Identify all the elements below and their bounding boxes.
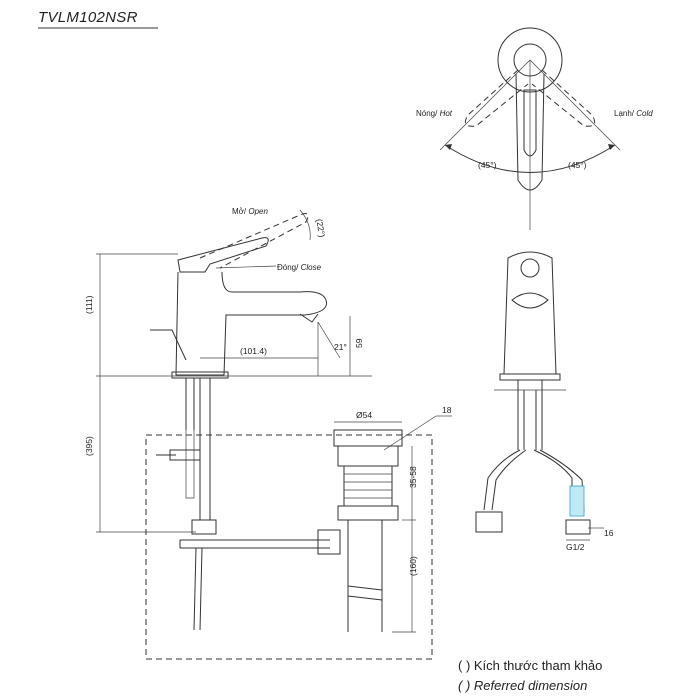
angle-left-label: (45°) <box>478 160 497 170</box>
waste-thread <box>343 465 393 507</box>
popup-connector <box>317 529 341 555</box>
close-leader <box>215 265 277 269</box>
spout-angle: 21° <box>334 342 347 352</box>
front-lever-knob <box>511 292 549 309</box>
top-handle-hot <box>464 69 529 127</box>
popup-rod <box>179 539 330 549</box>
callout-18-leader <box>383 415 437 451</box>
top-angle-right-ray <box>529 59 621 151</box>
side-view: Mở/ Open (22°) Đóng/ Close (111) (395) (… <box>84 207 452 660</box>
angle-ray <box>317 321 341 359</box>
model-title: TVLM102NSR <box>38 9 138 26</box>
front-base <box>499 373 561 381</box>
dim-59: 59 <box>354 338 364 348</box>
spout-tip <box>299 313 319 323</box>
hose-left <box>199 378 211 520</box>
faucet-body <box>175 271 328 376</box>
dim-395: (395) <box>84 436 94 456</box>
top-handle-slot <box>523 89 537 157</box>
cold-label: Lạnh/ Cold <box>614 109 653 118</box>
front-hose-left <box>483 449 527 511</box>
threaded-rod <box>185 430 195 499</box>
front-shank <box>517 380 543 450</box>
waste-drain <box>317 429 403 632</box>
arrow-left <box>445 144 452 150</box>
dim-54: Ø54 <box>356 410 372 420</box>
callout-16: 16 <box>604 528 614 538</box>
callout-18: 18 <box>442 405 452 415</box>
lever-closed <box>177 237 269 273</box>
mounting-rod <box>185 378 195 430</box>
front-nut-left <box>475 511 503 533</box>
top-angle-left-ray <box>439 59 531 151</box>
lever-open <box>199 213 309 269</box>
thread-label: G1/2 <box>566 542 585 552</box>
handle-angle-label: (22°) <box>314 218 327 238</box>
open-label: Mở/ Open <box>232 207 268 216</box>
arrow-right <box>608 144 615 150</box>
top-view: Nóng/ Hot Lạnh/ Cold (45°) (45°) <box>416 27 653 230</box>
front-nut-right <box>565 519 591 535</box>
side-lever <box>150 329 187 361</box>
front-body <box>503 251 557 375</box>
legend-line-2: ( ) Referred dimension <box>458 678 587 693</box>
front-hose-right <box>533 449 585 513</box>
front-hose-highlight <box>569 485 585 517</box>
dim-160: (160) <box>408 556 418 576</box>
waste-flange <box>333 429 403 447</box>
install-area <box>145 434 433 660</box>
fixing-nut <box>169 449 201 461</box>
dim-111: (111) <box>84 295 94 314</box>
hose-nut <box>191 519 217 535</box>
front-view: G1/2 16 <box>475 251 614 552</box>
hot-label: Nóng/ Hot <box>416 109 453 118</box>
legend-line-1: ( ) Kích thước tham khảo <box>458 658 602 673</box>
top-handle-cold <box>531 69 596 127</box>
waste-nut <box>337 505 399 521</box>
waste-tail-break <box>347 585 383 601</box>
popup-rod-down <box>193 547 203 631</box>
front-lever-cap <box>520 258 540 278</box>
waste-body-top <box>337 445 399 467</box>
angle-right-label: (45°) <box>568 160 587 170</box>
handle-angle-arc <box>299 209 311 241</box>
dim-range: 35-58 <box>408 466 418 488</box>
close-label: Đóng/ Close <box>277 263 322 272</box>
waste-tail <box>347 520 383 632</box>
dim-reach: (101.4) <box>240 346 267 356</box>
